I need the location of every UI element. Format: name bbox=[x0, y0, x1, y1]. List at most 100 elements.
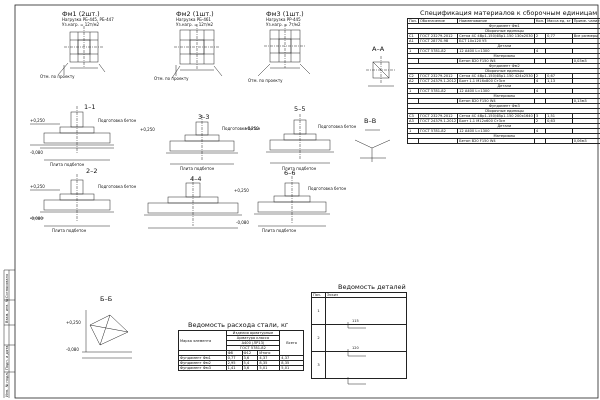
elev-bb-top: +0,250 bbox=[66, 320, 81, 325]
details-row: 1 bbox=[311, 297, 408, 325]
steel-group: Изделия арматурные bbox=[225, 330, 281, 336]
section-5-5 bbox=[266, 114, 334, 164]
fm2-load: Нагрузка РБ-461 bbox=[176, 17, 211, 22]
section-3-3 bbox=[166, 115, 238, 165]
elev-6-6-top: +0,250 bbox=[234, 188, 249, 193]
details-sketch-cell bbox=[324, 297, 408, 325]
fm2-pressure: Уз.нагр. = 12т/м2 bbox=[176, 22, 214, 27]
section-22-title: 2–2 bbox=[86, 167, 98, 175]
prep-label-1: Подготовка бетон bbox=[98, 118, 137, 123]
spec-cell: 0,06м3 bbox=[571, 138, 600, 144]
steel-row-value: 3,6 bbox=[241, 365, 259, 371]
slab-label-2: Плита подбетон bbox=[52, 228, 87, 233]
spec-cell: Сетка 4С 4Вр1-150/4Вр1-150 200х1640 bbox=[457, 113, 535, 119]
spec-title: Спецификация материалов к сборочным един… bbox=[420, 9, 598, 17]
plan-fm1 bbox=[57, 26, 106, 76]
spec-cell: ГОСТ 24379.1-2012 bbox=[417, 78, 459, 84]
spec-cell: ГОСТ 23279-2012 bbox=[417, 113, 459, 119]
spec-cell: ГОСТ 24379.1-2012 bbox=[417, 118, 459, 124]
spec-cell: Сетка 4С 4Вр1-150/4Вр1-150 424х2530 bbox=[457, 73, 535, 79]
details-sketch-cell bbox=[324, 351, 408, 379]
fm1-pressure: Уз.нагр. = 12т/м2 bbox=[62, 22, 100, 27]
section-bbb-title: Б–Б bbox=[100, 295, 113, 303]
prep-label-6: Подготовка бетон bbox=[308, 186, 347, 191]
steel-row-value: 5,01 bbox=[257, 365, 281, 371]
spec-cell: Сетка 4С 4Вр1-150/4Вр1-150 130х2030 bbox=[457, 33, 535, 39]
plan-fm3 bbox=[257, 24, 311, 77]
prep-label-3: Подготовка бетон bbox=[222, 126, 261, 131]
elev-5-5-top: +0,250 bbox=[244, 126, 259, 131]
spec-header-cell: Кол. bbox=[533, 18, 547, 24]
sketch-dim-2: 120 bbox=[352, 346, 359, 350]
spec-cell: Все размеры bbox=[571, 33, 600, 39]
stamp-sign-date: Подп. и дата bbox=[5, 345, 9, 370]
spec-header-cell: Приме- чание bbox=[571, 18, 600, 24]
detail-aa bbox=[366, 56, 396, 87]
section-vv-title: В–В bbox=[364, 117, 377, 125]
spec-cell bbox=[533, 138, 547, 144]
section-11-title: 1–1 bbox=[84, 103, 96, 111]
steel-row-value: 1,41 bbox=[225, 365, 243, 371]
details-sketch-cell bbox=[324, 324, 408, 352]
section-33-title: 3–3 bbox=[198, 113, 210, 121]
details-pos: 1 bbox=[311, 297, 326, 325]
side-stamp bbox=[3, 269, 15, 398]
section-2-2 bbox=[30, 174, 114, 227]
steel-col-total: Всего bbox=[279, 330, 304, 356]
elev-1-1-bottom: -0,080 bbox=[30, 150, 43, 155]
section-44-title: 4–4 bbox=[190, 175, 202, 183]
fm1-level: Отм. по проекту bbox=[40, 74, 75, 79]
steel-table: Марка элемента Изделия арматурные Всего … bbox=[178, 330, 304, 371]
section-4-4 bbox=[144, 176, 242, 229]
spec-cell bbox=[417, 138, 459, 144]
spec-cell bbox=[545, 138, 573, 144]
elev-3-3-top: +0,250 bbox=[140, 127, 155, 132]
plan-fm2 bbox=[171, 24, 223, 79]
steel-row-name: Фундамент Фм3 bbox=[178, 365, 227, 371]
detail-bb bbox=[82, 310, 132, 359]
slab-label-3: Плита подбетон bbox=[180, 166, 215, 171]
spec-cell bbox=[407, 138, 419, 144]
fm2-level: Отм. по проекту bbox=[154, 76, 189, 81]
slab-label-5: Плита подбетон bbox=[282, 166, 317, 171]
spec-header-cell: Масса ед. кг bbox=[545, 18, 573, 24]
sheet-frame bbox=[14, 4, 599, 399]
fm1-title: Фм1 (2шт.) bbox=[62, 10, 100, 18]
section-55-title: 5–5 bbox=[294, 105, 306, 113]
details-title: Ведомость деталей bbox=[338, 283, 406, 291]
details-pos: 3 bbox=[311, 351, 326, 379]
slab-label-1: Плита подбетон bbox=[50, 162, 85, 167]
sketch-dim-1: 115 bbox=[352, 319, 359, 323]
spec-header-cell: Поз. bbox=[407, 18, 419, 24]
details-row: 2 bbox=[311, 324, 408, 352]
elev-6-6-bottom: -0,080 bbox=[236, 220, 249, 225]
details-pos: 2 bbox=[311, 324, 326, 352]
spec-cell: ГОСТ 23279-2012 bbox=[417, 33, 459, 39]
fm3-pressure: Уз.нагр. = 7т/м2 bbox=[266, 22, 301, 27]
stamp-inv-orig: Инв. № подл. bbox=[5, 372, 9, 397]
steel-row-value: 5,01 bbox=[279, 365, 304, 371]
details-row: 3 bbox=[311, 351, 408, 379]
slab-label-6: Плита подбетон bbox=[262, 228, 297, 233]
steel-title: Ведомость расхода стали, кг bbox=[188, 321, 289, 329]
steel-col-name: Марка элемента bbox=[178, 330, 227, 351]
fm3-title: Фм3 (1шт.) bbox=[266, 10, 304, 18]
fm1-load: Нагрузка РБ-445, РБ-447 bbox=[62, 17, 114, 22]
section-6-6 bbox=[254, 176, 330, 227]
elev-2-2-top: +0,250 bbox=[30, 184, 45, 189]
prep-label-2: Подготовка бетон bbox=[98, 184, 137, 189]
elev-1-1-top: +0,250 bbox=[30, 118, 45, 123]
fm2-title: Фм2 (1шт.) bbox=[176, 10, 214, 18]
section-1-1 bbox=[30, 106, 114, 161]
elev-2-2-bottom: -0,080 bbox=[30, 216, 43, 221]
steel-header-row-1: Марка элемента Изделия арматурные Всего bbox=[178, 330, 304, 356]
fm3-level: Отм. по проекту bbox=[248, 78, 283, 83]
